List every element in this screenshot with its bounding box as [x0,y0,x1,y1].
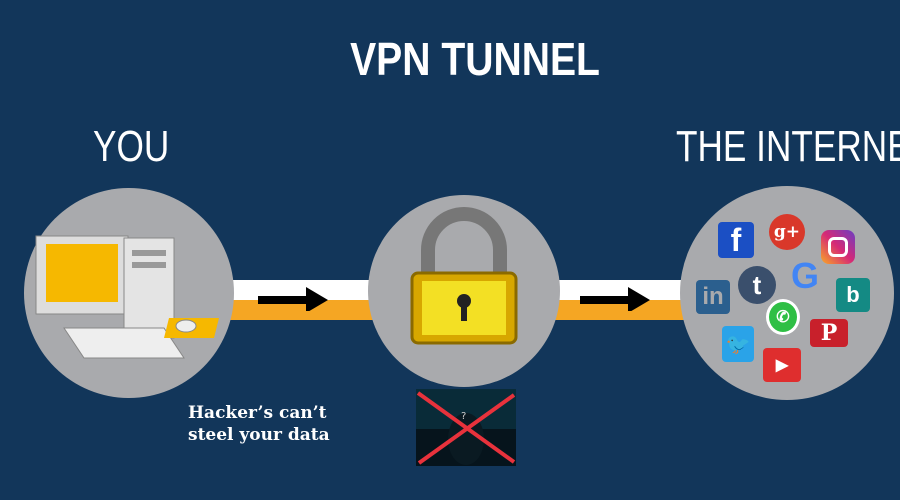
instagram-icon [821,230,855,264]
tumblr-icon: t [738,266,776,304]
google-plus-icon: g+ [769,214,805,250]
vpn-circle [368,195,560,387]
twitter-icon: 🐦 [722,326,754,362]
bing-icon: b [836,278,870,312]
page-title: VPN TUNNEL [350,33,600,85]
facebook-icon: f [718,222,754,258]
linkedin-icon: in [696,280,730,314]
pinterest-icon: P [810,319,848,347]
internet-circle: f g+ t G in b ✆ 🐦 P ▶ [680,186,894,400]
arrow-right-icon [258,287,328,311]
you-label: YOU [93,122,170,171]
computer-icon [35,235,219,359]
hacker-caption: Hacker’s can’t steel your data [188,402,330,446]
padlock-icon [410,207,518,345]
hacker-caption-line: steel your data [188,425,330,445]
whatsapp-icon: ✆ [766,299,800,335]
hacker-caption-line: Hacker’s can’t [188,403,327,423]
arrow-right-icon [580,287,650,311]
you-circle [24,188,234,398]
google-icon: G [790,255,819,296]
question-mark-icon: ? [461,411,466,422]
internet-label: THE INTERNET [676,122,900,171]
hacker-blocked-image: ? [416,389,516,466]
youtube-icon: ▶ [763,348,801,382]
